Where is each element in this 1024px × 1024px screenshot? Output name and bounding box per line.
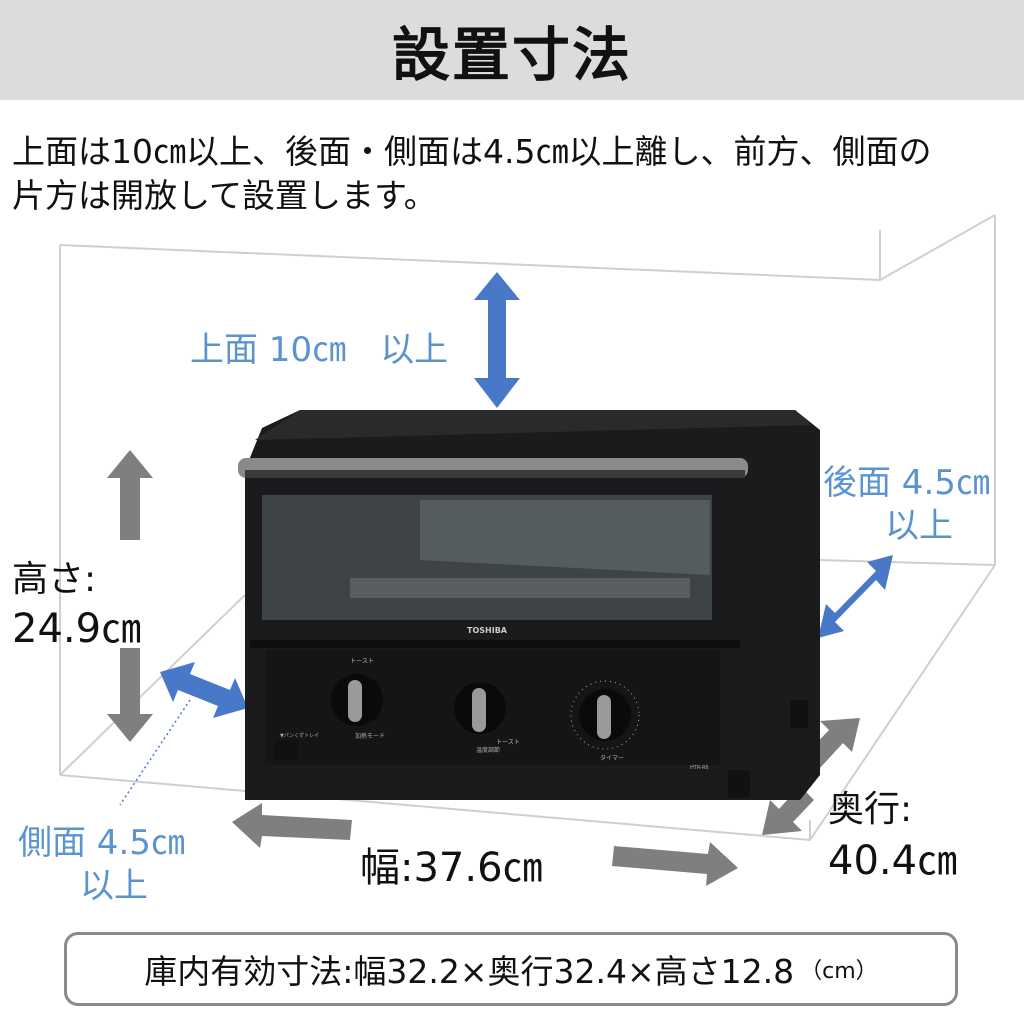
knob-label: タイマー (600, 754, 624, 762)
height-value: 24.9㎝ (12, 606, 142, 652)
depth-value: 40.4㎝ (828, 838, 958, 884)
knob-label: 加熱モード (355, 732, 385, 740)
inner-dimensions-unit: （cm） (800, 959, 878, 984)
mode-knob (331, 674, 383, 726)
mode-toast-mark: トースト (350, 658, 374, 665)
header-band: 設置寸法 (0, 0, 1024, 100)
page-title: 設置寸法 (391, 21, 632, 89)
side-clearance-label: 側面 4.5㎝ (18, 823, 185, 863)
back-clearance-label: 後面 4.5㎝ (823, 463, 990, 503)
depth-label: 奥行: (828, 789, 913, 830)
description-line: 片方は開放して設置します。 (12, 176, 437, 215)
height-arrow-down (107, 648, 153, 742)
model-label: HTR-R6 (690, 765, 709, 771)
installation-description: 上面は10㎝以上、後面・側面は4.5㎝以上離し、前方、側面の 片方は開放して設置… (12, 130, 1022, 218)
inner-dimensions-box: 庫内有効寸法:幅32.2×奥行32.4×高さ12.8（cm） (64, 932, 958, 1006)
height-arrow-up (107, 450, 153, 540)
knob-label: 温度調節 (476, 746, 500, 754)
width-label: 幅:37.6㎝ (360, 845, 543, 891)
tray-label: ▼パンくずトレイ (280, 732, 319, 739)
back-clearance-label-2: 以上 (885, 506, 953, 546)
width-arrow-left (232, 803, 352, 848)
inner-dimensions-text: 庫内有効寸法:幅32.2×奥行32.4×高さ12.8 (144, 952, 795, 991)
back-clearance-arrow (818, 555, 893, 638)
side-clearance-arrow (160, 662, 248, 718)
height-label: 高さ: (12, 559, 97, 600)
description-line: 上面は10㎝以上、後面・側面は4.5㎝以上離し、前方、側面の (12, 132, 932, 171)
temp-toast-mark: トースト (496, 739, 520, 746)
temperature-knob (454, 682, 506, 734)
brand-logo: TOSHIBA (467, 626, 508, 635)
side-leader-line (119, 699, 191, 806)
top-clearance-label: 上面 10㎝ 以上 (190, 330, 449, 370)
toaster-oven: トースト トースト TOSHIBA 加熱モード 温度調節 タイマー ▼パンくずト… (238, 410, 820, 800)
side-clearance-label-2: 以上 (80, 866, 148, 906)
width-arrow-right (612, 842, 738, 886)
top-clearance-arrow (474, 272, 520, 408)
timer-knob (570, 680, 640, 750)
